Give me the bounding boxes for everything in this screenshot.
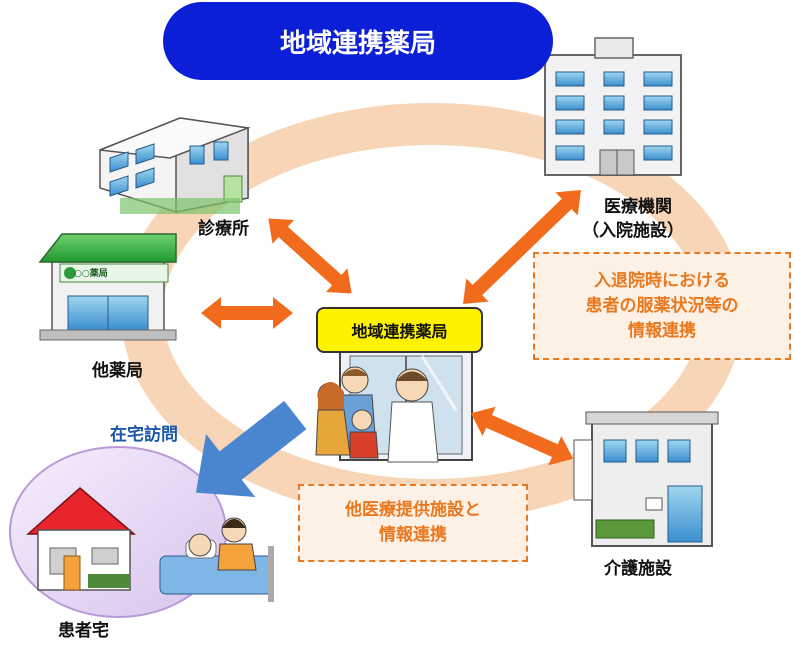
arrow-home-visit <box>195 400 307 498</box>
center-label: 地域連携薬局 <box>316 307 483 353</box>
arrow-clinic-center <box>268 218 352 294</box>
clinic-icon <box>99 117 251 214</box>
arrow-hospital-center <box>463 190 581 304</box>
page-title: 地域連携薬局 <box>163 2 553 80</box>
clinic-label: 診療所 <box>198 219 249 239</box>
care-facility-label: 介護施設 <box>604 559 672 579</box>
other-pharmacy-label: 他薬局 <box>92 361 143 381</box>
arrow-care-center <box>470 406 574 466</box>
arrow-pharmacy-center <box>201 297 293 329</box>
note-line: 他医療提供施設と <box>345 500 481 520</box>
pharmacist-and-family-icon <box>315 366 439 463</box>
pharmacy-sign: ○○薬局 <box>74 269 108 279</box>
house-icon <box>26 487 137 591</box>
hospital-label: 医療機関 <box>604 197 672 217</box>
home-care-icon <box>159 517 274 602</box>
note-care-link: 他医療提供施設と 情報連携 <box>298 484 528 562</box>
patient-home-label: 患者宅 <box>58 621 109 641</box>
pharmacy-icon <box>38 233 177 341</box>
note-line: 入退院時における <box>594 270 730 291</box>
hospital-sub-label: （入院施設） <box>582 221 684 241</box>
note-line: 患者の服薬状況等の <box>585 295 739 316</box>
note-line: 情報連携 <box>379 525 447 545</box>
note-line: 情報連携 <box>628 320 696 341</box>
note-hospital-link: 入退院時における 患者の服薬状況等の 情報連携 <box>533 252 791 360</box>
hospital-icon <box>544 37 682 176</box>
care-facility-icon <box>573 411 719 547</box>
home-visit-label: 在宅訪問 <box>110 425 178 445</box>
